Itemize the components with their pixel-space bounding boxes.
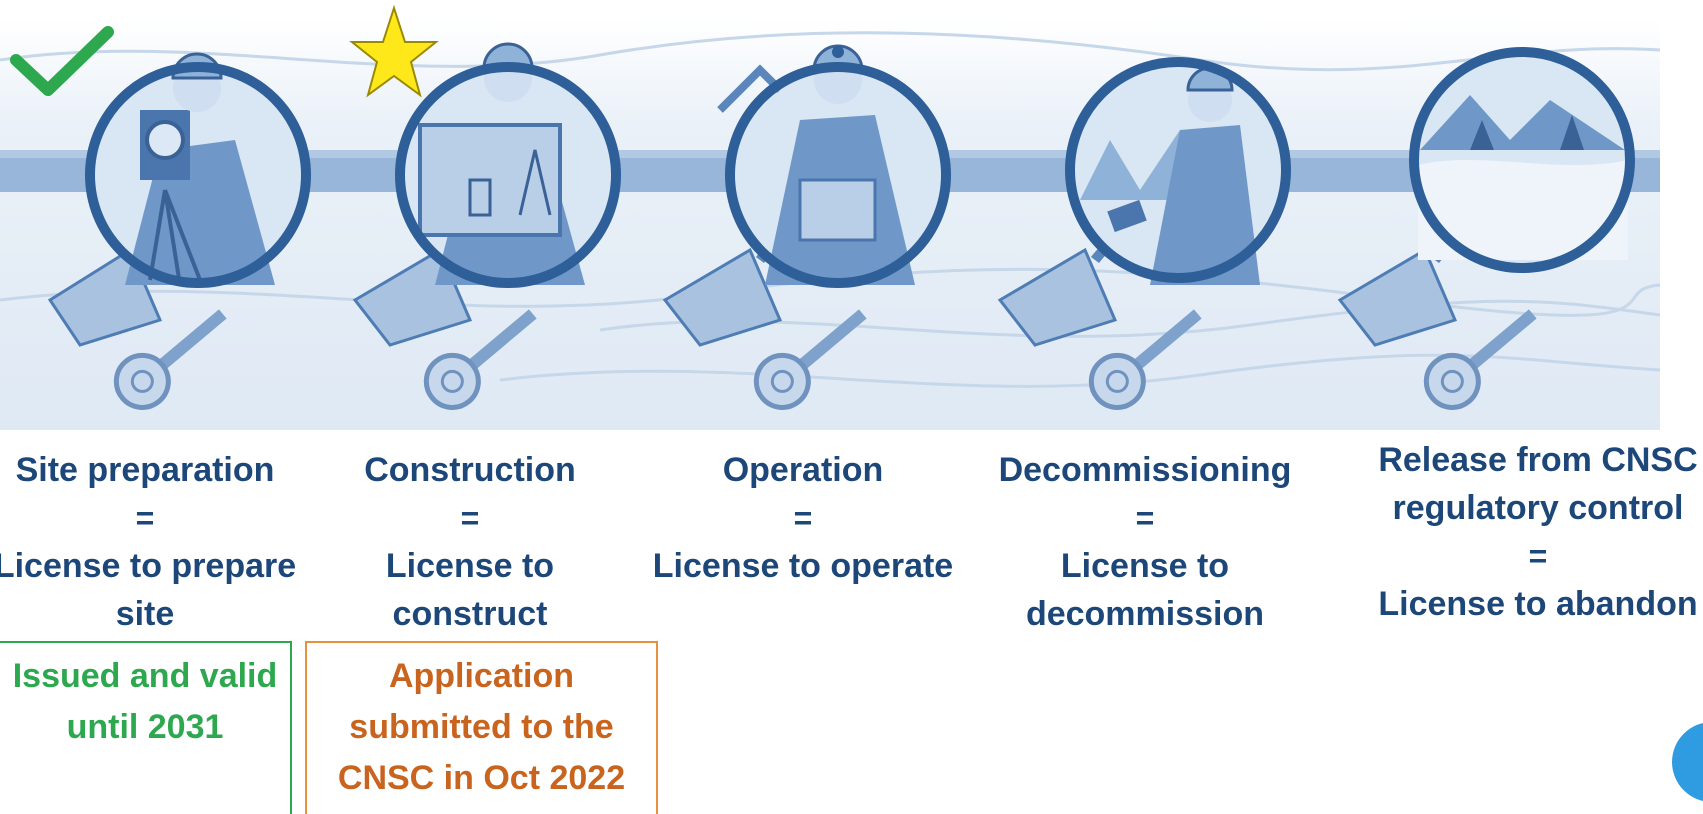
stage-site-preparation: Site preparation = License to prepare si… bbox=[0, 446, 305, 638]
stage-title: Site preparation bbox=[15, 451, 275, 489]
stage-release: Release from CNSC regulatory control = L… bbox=[1373, 436, 1703, 628]
checkmark-icon bbox=[10, 26, 114, 96]
equals-sign: = bbox=[1528, 538, 1548, 574]
surveyor-icon bbox=[47, 52, 311, 410]
stage-operation: Operation = License to operate bbox=[643, 446, 963, 590]
status-application-box: Application submitted to the CNSC in Oct… bbox=[305, 641, 658, 814]
stage-title: Decommissioning bbox=[998, 451, 1292, 489]
license-name: License to decommission bbox=[1025, 547, 1265, 633]
license-name: License to construct bbox=[385, 547, 555, 633]
equals-sign: = bbox=[1135, 500, 1155, 536]
license-name: License to abandon bbox=[1378, 585, 1698, 623]
stage-decommissioning: Decommissioning = License to decommissio… bbox=[975, 446, 1315, 638]
decommission-icon bbox=[997, 57, 1291, 410]
blueprint-icon bbox=[352, 42, 621, 410]
license-name: License to operate bbox=[652, 547, 954, 585]
page-badge bbox=[1672, 722, 1703, 802]
equals-sign: = bbox=[460, 500, 480, 536]
stage-construction: Construction = License to construct bbox=[310, 446, 630, 638]
landscape-icon bbox=[1337, 47, 1635, 410]
star-icon bbox=[349, 4, 439, 98]
stage-title: Construction bbox=[364, 451, 576, 489]
equals-sign: = bbox=[793, 500, 813, 536]
stage-title: Operation bbox=[722, 451, 884, 489]
license-timeline-illustration bbox=[0, 4, 1661, 430]
equals-sign: = bbox=[135, 500, 155, 536]
stage-title: Release from CNSC regulatory control bbox=[1378, 441, 1698, 527]
license-name: License to prepare site bbox=[0, 547, 297, 633]
operator-icon bbox=[662, 44, 951, 410]
status-issued-box: Issued and valid until 2031 bbox=[0, 641, 292, 814]
